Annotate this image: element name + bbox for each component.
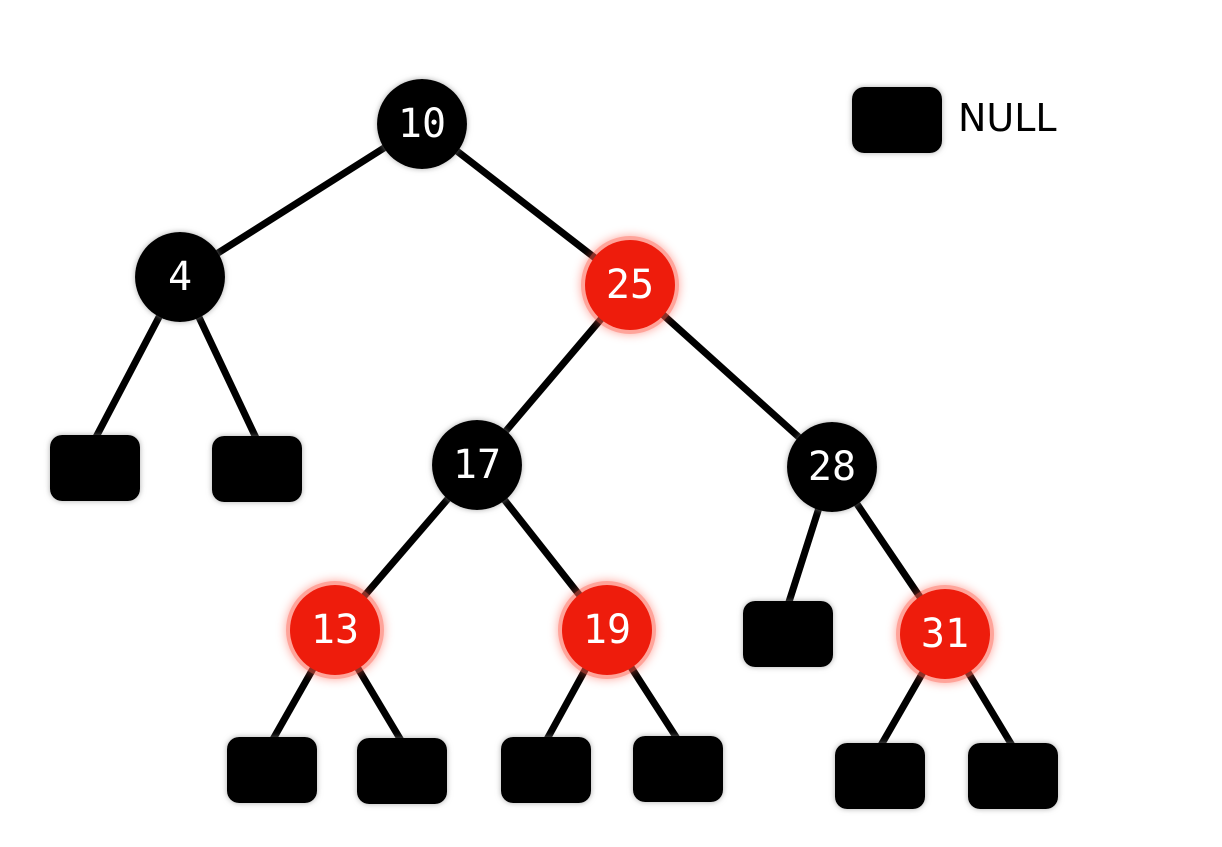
node-circle bbox=[585, 240, 675, 330]
black-node-4: 4 bbox=[135, 232, 225, 322]
null-leaf bbox=[968, 743, 1058, 809]
tree-nodes: 10 4 25 17 28 13 19 31 bbox=[135, 79, 994, 683]
null-leaf bbox=[501, 737, 591, 803]
red-node-13: 13 bbox=[286, 581, 384, 679]
black-node-17: 17 bbox=[432, 420, 522, 510]
node-circle bbox=[135, 232, 225, 322]
null-leaves bbox=[50, 435, 1058, 809]
tree-edge bbox=[178, 121, 424, 280]
node-circle bbox=[432, 420, 522, 510]
null-leaf bbox=[50, 435, 140, 501]
null-leaf bbox=[743, 601, 833, 667]
null-leaf bbox=[835, 743, 925, 809]
tree-edges bbox=[91, 121, 1016, 749]
legend-null-swatch bbox=[852, 87, 942, 153]
node-circle bbox=[562, 585, 652, 675]
node-circle bbox=[787, 422, 877, 512]
node-label: 13 bbox=[311, 607, 359, 653]
red-node-19: 19 bbox=[558, 581, 656, 679]
node-circle bbox=[900, 589, 990, 679]
node-label: 17 bbox=[453, 442, 501, 488]
node-label: 19 bbox=[583, 607, 631, 653]
black-node-28: 28 bbox=[787, 422, 877, 512]
node-label: 10 bbox=[398, 101, 446, 147]
node-label: 25 bbox=[606, 262, 654, 308]
legend: NULL bbox=[852, 87, 1057, 153]
null-leaf bbox=[633, 736, 723, 802]
node-circle bbox=[290, 585, 380, 675]
red-node-31: 31 bbox=[896, 585, 994, 683]
null-leaf bbox=[227, 737, 317, 803]
legend-null-label: NULL bbox=[958, 96, 1057, 140]
node-label: 28 bbox=[808, 444, 856, 490]
red-node-25: 25 bbox=[581, 236, 679, 334]
node-circle bbox=[377, 79, 467, 169]
null-leaf bbox=[212, 436, 302, 502]
node-label: 31 bbox=[921, 611, 969, 657]
node-label: 4 bbox=[168, 254, 192, 300]
null-leaf bbox=[357, 738, 447, 804]
black-node-10: 10 bbox=[377, 79, 467, 169]
